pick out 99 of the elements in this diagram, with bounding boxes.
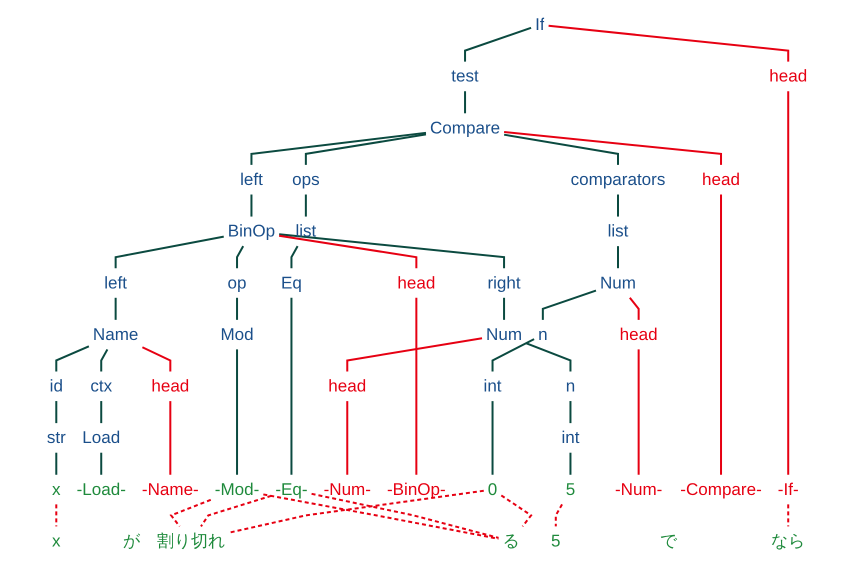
connector <box>229 490 484 534</box>
connector <box>542 290 596 320</box>
node-text: -Num- <box>614 480 662 499</box>
node-text: -Num- <box>324 480 371 499</box>
node-text: る <box>502 531 520 550</box>
connector <box>464 91 466 114</box>
node-text: ops <box>292 170 320 189</box>
node-text: -Eq- <box>275 480 308 499</box>
connector <box>617 246 619 268</box>
connector <box>787 504 790 526</box>
node-text: id <box>50 376 63 396</box>
node-text: Eq <box>281 273 302 292</box>
node-text: Load <box>82 428 120 448</box>
node-text: list <box>295 222 316 241</box>
connector <box>464 26 532 62</box>
connector <box>500 494 533 528</box>
connector <box>720 194 722 475</box>
node-text: n <box>538 324 548 344</box>
node-text: right <box>487 273 521 292</box>
connector <box>638 349 640 475</box>
connector <box>787 91 790 475</box>
connector <box>279 234 418 268</box>
connector <box>114 236 224 268</box>
connector <box>100 401 102 424</box>
node-text: Compare <box>430 118 500 138</box>
connector <box>279 233 506 268</box>
node-text: が <box>123 531 140 550</box>
node-text: -If- <box>778 480 799 499</box>
connector <box>346 401 348 475</box>
node-text: 割り切れ <box>157 531 226 550</box>
connector <box>114 298 117 320</box>
connector <box>200 494 272 527</box>
connector <box>415 298 418 475</box>
node-text: comparators <box>570 170 666 189</box>
node-text: -Compare- <box>680 480 762 499</box>
node-text: x <box>52 480 61 499</box>
connector <box>526 342 572 372</box>
node-text: x <box>52 531 61 550</box>
connector <box>100 348 108 372</box>
node-text: -BinOp- <box>386 480 446 499</box>
node-text: int <box>561 428 580 448</box>
node-text: left <box>104 273 128 292</box>
connector <box>55 345 90 372</box>
node-text: str <box>46 428 66 448</box>
node-text: 5 <box>551 531 561 550</box>
node-text: -Mod- <box>214 480 260 499</box>
node-text: Num <box>600 273 636 292</box>
node-text: ctx <box>90 376 112 396</box>
connector <box>263 493 499 540</box>
node-text: Mod <box>220 324 254 344</box>
node-text: -Name- <box>142 480 199 499</box>
node-text: head <box>328 376 366 396</box>
connector <box>55 504 58 526</box>
node-text: head <box>769 66 808 86</box>
connector <box>504 134 619 165</box>
connector <box>504 131 722 165</box>
node-text: head <box>702 170 740 189</box>
connector <box>346 337 482 372</box>
node-text: で <box>660 531 678 550</box>
node-text: BinOp <box>228 222 276 241</box>
connector <box>290 246 298 268</box>
node-text: -Load- <box>76 480 126 499</box>
node-text: なら <box>771 531 806 550</box>
node-text: Name <box>92 324 138 344</box>
connector <box>290 298 292 475</box>
connector <box>569 452 572 475</box>
connector <box>55 452 58 475</box>
connector <box>236 298 238 320</box>
connector <box>304 194 307 217</box>
connector <box>548 24 790 62</box>
connector <box>236 246 244 268</box>
connector <box>569 401 572 424</box>
node-text: test <box>451 66 479 86</box>
connector <box>169 498 212 528</box>
node-text: list <box>608 222 628 241</box>
connector <box>236 349 238 475</box>
connector <box>55 401 58 424</box>
connector <box>100 452 102 475</box>
connector <box>617 194 619 217</box>
node-text: head <box>151 376 190 396</box>
connector <box>492 338 535 372</box>
connector <box>169 401 172 475</box>
node-text: head <box>397 273 436 292</box>
node-text: left <box>240 170 263 189</box>
node-text: op <box>228 273 247 292</box>
node-text: n <box>566 376 576 396</box>
connector <box>492 401 494 475</box>
node-text: 0 <box>488 480 498 499</box>
node-text: 5 <box>566 480 576 499</box>
connector <box>311 492 499 539</box>
node-text: If <box>535 15 545 34</box>
node-text: head <box>620 324 658 344</box>
connector <box>503 298 506 320</box>
connector <box>304 133 426 165</box>
connector <box>142 346 172 372</box>
connector <box>250 194 252 217</box>
connector <box>629 297 640 320</box>
connector <box>554 504 563 526</box>
connector <box>250 132 426 165</box>
